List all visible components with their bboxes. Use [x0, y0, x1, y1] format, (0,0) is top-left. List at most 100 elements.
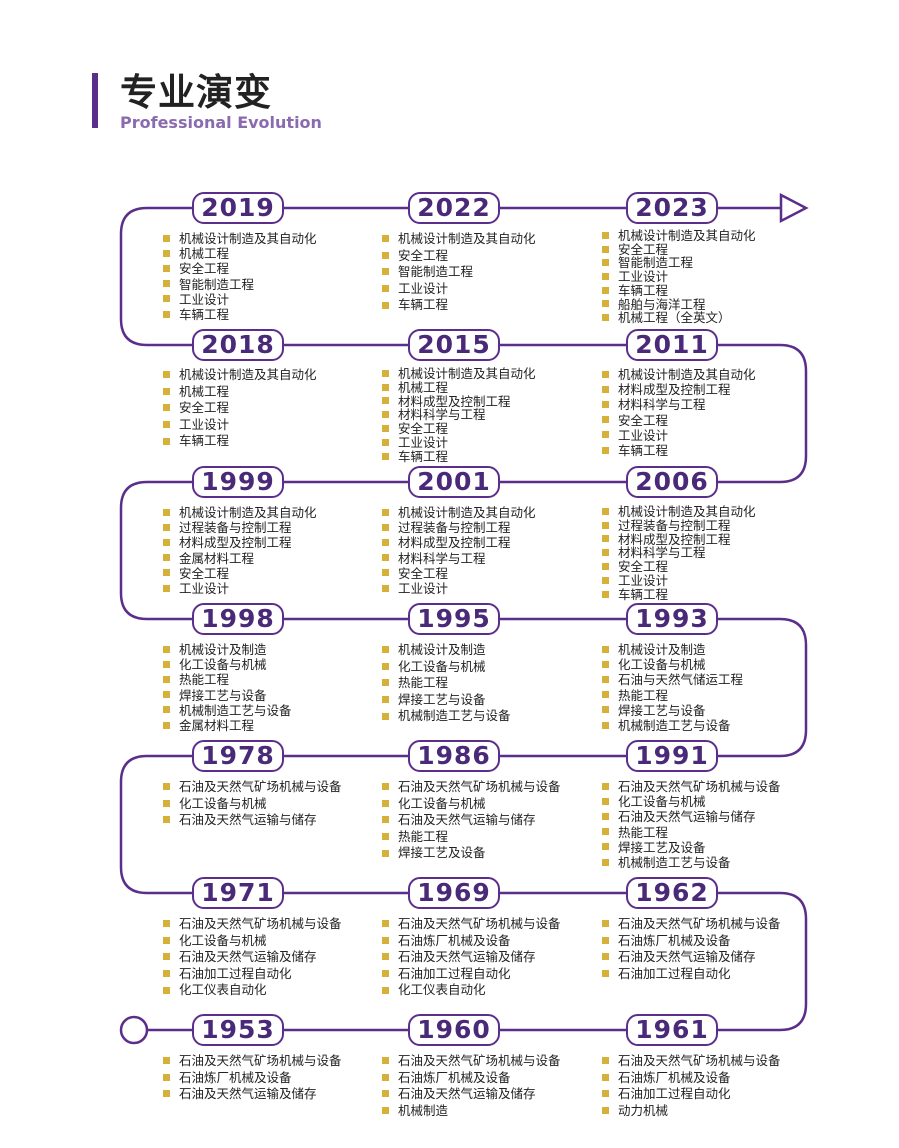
page-title: 专业演变: [120, 71, 272, 114]
year-badge: 1960: [408, 1014, 500, 1046]
year-badge: 1999: [192, 466, 284, 498]
major-item: 机械设计及制造: [382, 642, 511, 659]
year-badge: 1978: [192, 740, 284, 772]
major-item: 智能制造工程: [602, 256, 756, 270]
major-item: 化工设备与机械: [382, 796, 561, 813]
major-item: 石油炼厂机械及设备: [602, 1070, 781, 1087]
year-badge: 1986: [408, 740, 500, 772]
major-item: 石油炼厂机械及设备: [602, 933, 781, 950]
major-item: 石油与天然气储运工程: [602, 672, 743, 687]
major-item: 机械设计制造及其自动化: [163, 231, 317, 246]
major-item: 材料成型及控制工程: [382, 535, 536, 550]
major-item: 安全工程: [163, 400, 317, 417]
major-item: 机械工程: [382, 380, 536, 395]
year-badge: 2006: [626, 466, 718, 498]
major-item: 石油加工过程自动化: [163, 966, 342, 983]
major-item: 工业设计: [602, 574, 756, 588]
major-item: 化工设备与机械: [602, 657, 743, 672]
major-item: 工业设计: [602, 270, 756, 284]
major-item: 热能工程: [602, 825, 781, 840]
major-item: 石油及天然气运输及储存: [602, 949, 781, 966]
major-item: 材料成型及控制工程: [602, 382, 756, 397]
year-badge: 1962: [626, 877, 718, 909]
major-item: 化工仪表自动化: [163, 982, 342, 999]
major-item: 化工设备与机械: [163, 933, 342, 950]
major-item: 工业设计: [382, 436, 536, 450]
major-item: 工业设计: [602, 428, 756, 443]
major-item: 石油及天然气运输与储存: [602, 809, 781, 824]
major-item: 机械设计制造及其自动化: [382, 367, 536, 381]
major-item: 热能工程: [163, 672, 292, 687]
major-item: 机械工程: [163, 246, 317, 261]
major-item: 石油及天然气矿场机械与设备: [382, 779, 561, 796]
year-badge: 2001: [408, 466, 500, 498]
major-item: 石油及天然气运输与储存: [163, 812, 342, 829]
year-badge: 1969: [408, 877, 500, 909]
major-list: 石油及天然气矿场机械与设备 石油炼厂机械及设备 石油及天然气运输及储存 机械制造: [382, 1053, 561, 1119]
major-item: 材料成型及控制工程: [602, 532, 756, 547]
major-item: 机械工程（全英文）: [602, 311, 756, 325]
major-item: 机械工程: [163, 384, 317, 401]
major-item: 石油炼厂机械及设备: [382, 933, 561, 950]
major-list: 石油及天然气矿场机械与设备 石油炼厂机械及设备 石油加工过程自动化 动力机械: [602, 1053, 781, 1119]
year-badge: 2023: [626, 192, 718, 224]
major-list: 石油及天然气矿场机械与设备 化工设备与机械 石油及天然气运输与储存: [163, 779, 342, 829]
major-item: 石油及天然气运输及储存: [163, 1086, 342, 1103]
major-item: 动力机械: [602, 1103, 781, 1120]
major-item: 化工仪表自动化: [382, 982, 561, 999]
major-item: 车辆工程: [382, 449, 536, 464]
major-item: 机械制造: [382, 1103, 561, 1120]
major-item: 石油及天然气运输及储存: [382, 949, 561, 966]
major-item: 机械设计制造及其自动化: [163, 505, 317, 520]
major-item: 车辆工程: [602, 284, 756, 298]
major-item: 化工设备与机械: [602, 794, 781, 809]
year-badge: 2022: [408, 192, 500, 224]
year-badge: 1971: [192, 877, 284, 909]
major-item: 材料科学与工程: [382, 551, 536, 566]
page-subtitle: Professional Evolution: [120, 113, 322, 132]
major-item: 智能制造工程: [163, 277, 317, 292]
major-item: 安全工程: [163, 566, 317, 581]
major-item: 机械设计及制造: [163, 642, 292, 657]
major-item: 工业设计: [163, 581, 317, 596]
year-badge: 1991: [626, 740, 718, 772]
major-item: 机械设计制造及其自动化: [602, 505, 756, 519]
year-badge: 1998: [192, 603, 284, 635]
major-item: 焊接工艺与设备: [602, 703, 743, 718]
major-item: 石油加工过程自动化: [382, 966, 561, 983]
major-item: 安全工程: [382, 248, 536, 265]
major-item: 焊接工艺及设备: [382, 845, 561, 862]
major-item: 焊接工艺及设备: [602, 840, 781, 855]
major-list: 石油及天然气矿场机械与设备 化工设备与机械 石油及天然气运输与储存 热能工程 焊…: [602, 779, 781, 870]
major-item: 石油及天然气矿场机械与设备: [382, 1053, 561, 1070]
major-list: 机械设计及制造 化工设备与机械 热能工程 焊接工艺与设备 机械制造工艺与设备 金…: [163, 642, 292, 733]
major-item: 机械设计制造及其自动化: [602, 229, 756, 243]
major-item: 机械制造工艺与设备: [382, 708, 511, 725]
major-item: 安全工程: [382, 566, 536, 581]
year-badge: 2018: [192, 329, 284, 361]
major-item: 石油及天然气矿场机械与设备: [382, 916, 561, 933]
major-list: 机械设计制造及其自动化 过程装备与控制工程 材料成型及控制工程 材料科学与工程 …: [602, 505, 756, 602]
major-item: 石油及天然气矿场机械与设备: [602, 779, 781, 794]
major-item: 机械设计制造及其自动化: [382, 505, 536, 520]
major-item: 热能工程: [382, 675, 511, 692]
major-item: 机械设计及制造: [602, 642, 743, 657]
major-list: 机械设计制造及其自动化 机械工程 安全工程 智能制造工程 工业设计 车辆工程: [163, 231, 317, 322]
major-item: 热能工程: [382, 829, 561, 846]
timeline-start-circle: [119, 1015, 149, 1045]
major-item: 车辆工程: [602, 443, 756, 458]
major-item: 工业设计: [163, 292, 317, 307]
major-list: 机械设计制造及其自动化 安全工程 智能制造工程 工业设计 车辆工程 船舶与海洋工…: [602, 229, 756, 325]
major-item: 材料科学与工程: [382, 408, 536, 422]
year-badge: 1961: [626, 1014, 718, 1046]
major-list: 机械设计制造及其自动化 过程装备与控制工程 材料成型及控制工程 金属材料工程 安…: [163, 505, 317, 596]
major-item: 石油及天然气运输及储存: [163, 949, 342, 966]
major-item: 石油及天然气矿场机械与设备: [602, 1053, 781, 1070]
major-item: 热能工程: [602, 688, 743, 703]
major-list: 机械设计制造及其自动化 过程装备与控制工程 材料成型及控制工程 材料科学与工程 …: [382, 505, 536, 596]
major-item: 安全工程: [382, 422, 536, 436]
major-item: 材料成型及控制工程: [163, 535, 317, 550]
major-item: 化工设备与机械: [163, 796, 342, 813]
major-list: 机械设计及制造 化工设备与机械 热能工程 焊接工艺与设备 机械制造工艺与设备: [382, 642, 511, 725]
